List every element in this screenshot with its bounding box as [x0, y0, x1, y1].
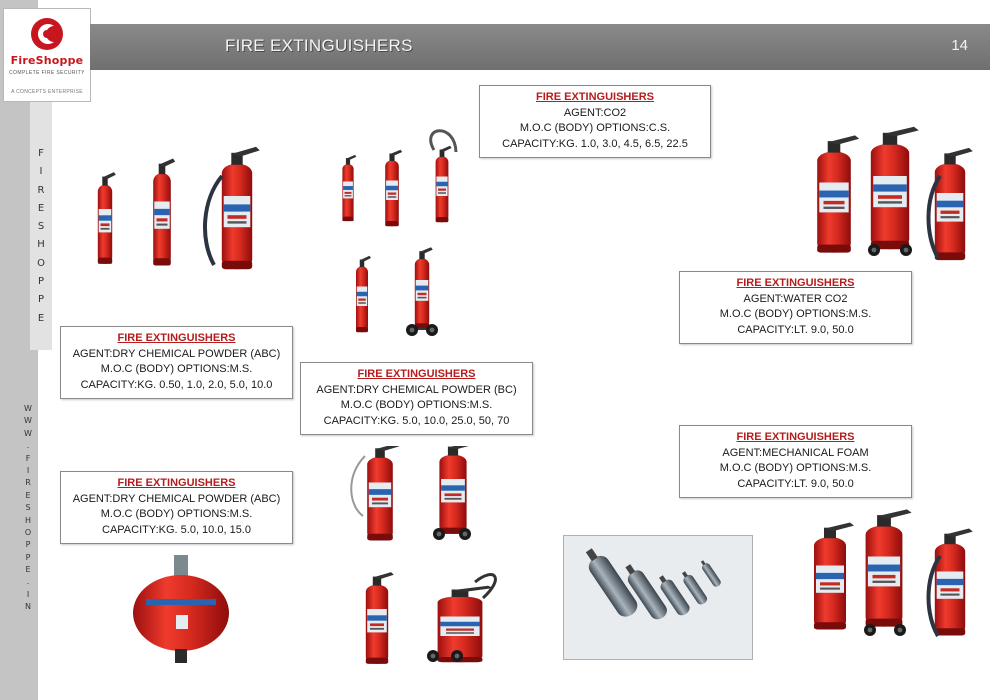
vertical-letter: R	[25, 478, 31, 488]
card-capacity: CAPACITY:KG. 1.0, 3.0, 4.5, 6.5, 22.5	[502, 137, 688, 150]
vertical-letter: E	[37, 312, 45, 324]
flame-swirl-icon	[31, 18, 63, 50]
vertical-letter: I	[26, 465, 30, 475]
card-agent: AGENT:WATER CO2	[743, 292, 848, 305]
vertical-letter: W	[24, 416, 32, 426]
vertical-letter: E	[25, 565, 31, 575]
vertical-letter: E	[25, 490, 31, 500]
vertical-letter: .	[26, 441, 30, 451]
modular-ceiling-extinguisher-photo	[133, 555, 229, 663]
logo-name: FireShoppe	[10, 54, 84, 67]
mechanical-foam-extinguishers-photo	[814, 509, 973, 638]
vertical-letter: E	[37, 202, 45, 214]
card-title: FIRE EXTINGUISHERS	[736, 431, 855, 443]
card-moc: M.O.C (BODY) OPTIONS:M.S.	[719, 462, 872, 474]
vertical-letter: F	[25, 453, 31, 463]
card-moc: M.O.C (BODY) OPTIONS:M.S.	[100, 363, 253, 375]
dcp-abc-extinguishers-photo	[97, 146, 260, 270]
card-agent: AGENT:DRY CHEMICAL POWDER (ABC)	[72, 492, 281, 505]
dcp-bc-extinguishers-photo	[350, 446, 474, 541]
card-capacity: CAPACITY:LT. 9.0, 50.0	[737, 323, 854, 336]
header-bar: FIRE EXTINGUISHERS 14	[90, 24, 990, 70]
info-card-dcp-abc-modular: FIRE EXTINGUISHERS AGENT:DRY CHEMICAL PO…	[60, 471, 293, 544]
card-moc: M.O.C (BODY) OPTIONS:M.S.	[340, 399, 493, 411]
info-card-co2: FIRE EXTINGUISHERS AGENT:CO2 M.O.C (BODY…	[479, 85, 711, 158]
info-card-mechanical-foam: FIRE EXTINGUISHERS AGENT:MECHANICAL FOAM…	[679, 425, 912, 498]
vertical-letter: I	[26, 589, 30, 599]
vertical-letter: N	[25, 602, 31, 612]
vertical-letter: .	[26, 577, 30, 587]
card-agent: AGENT:DRY CHEMICAL POWDER (BC)	[316, 383, 517, 396]
card-title: FIRE EXTINGUISHERS	[357, 368, 476, 380]
vertical-letter: R	[37, 184, 45, 196]
vertical-letter: S	[37, 221, 45, 233]
card-agent: AGENT:CO2	[563, 106, 627, 119]
card-agent: AGENT:DRY CHEMICAL POWDER (ABC)	[72, 347, 281, 360]
card-title: FIRE EXTINGUISHERS	[117, 477, 236, 489]
vertical-letter: W	[24, 404, 32, 413]
water-co2-extinguishers-photo	[817, 126, 973, 261]
vertical-letter: S	[25, 503, 31, 513]
vertical-letter: W	[24, 428, 32, 438]
info-card-dcp-abc-small: FIRE EXTINGUISHERS AGENT:DRY CHEMICAL PO…	[60, 326, 293, 399]
logo-subline: A CONCEPTS ENTERPRISE	[11, 89, 83, 95]
vertical-letter: P	[37, 294, 45, 306]
vertical-letter: P	[25, 552, 31, 562]
vertical-letter: P	[25, 540, 31, 550]
card-title: FIRE EXTINGUISHERS	[117, 332, 236, 344]
vertical-letter: O	[37, 257, 45, 269]
vertical-letter: H	[37, 239, 45, 251]
company-logo: FireShoppe COMPLETE FIRE SECURITY A CONC…	[3, 8, 91, 102]
cartridge-cylinders-photo	[563, 535, 753, 660]
page-number: 14	[951, 37, 968, 54]
card-agent: AGENT:MECHANICAL FOAM	[722, 446, 869, 459]
logo-tagline: COMPLETE FIRE SECURITY	[9, 70, 85, 76]
card-moc: M.O.C (BODY) OPTIONS:C.S.	[519, 122, 671, 134]
card-capacity: CAPACITY:KG. 5.0, 10.0, 15.0	[102, 523, 251, 536]
dcp-bc-trolley-extinguishers-photo	[365, 572, 497, 664]
card-capacity: CAPACITY:KG. 5.0, 10.0, 25.0, 50, 70	[323, 414, 510, 427]
vertical-letter: F	[38, 148, 44, 159]
info-card-dcp-bc: FIRE EXTINGUISHERS AGENT:DRY CHEMICAL PO…	[300, 362, 533, 435]
card-capacity: CAPACITY:LT. 9.0, 50.0	[737, 477, 854, 490]
card-moc: M.O.C (BODY) OPTIONS:M.S.	[100, 508, 253, 520]
card-title: FIRE EXTINGUISHERS	[736, 277, 855, 289]
page-title: FIRE EXTINGUISHERS	[225, 36, 413, 55]
vertical-letter: P	[37, 276, 45, 288]
card-moc: M.O.C (BODY) OPTIONS:M.S.	[719, 308, 872, 320]
vertical-letter: O	[24, 527, 32, 537]
co2-extinguishers-photo	[342, 129, 458, 336]
vertical-letter: I	[39, 166, 43, 178]
vertical-letter: H	[24, 515, 31, 525]
info-card-water-co2: FIRE EXTINGUISHERS AGENT:WATER CO2 M.O.C…	[679, 271, 912, 344]
card-title: FIRE EXTINGUISHERS	[536, 91, 654, 103]
card-capacity: CAPACITY:KG. 0.50, 1.0, 2.0, 5.0, 10.0	[80, 378, 273, 391]
